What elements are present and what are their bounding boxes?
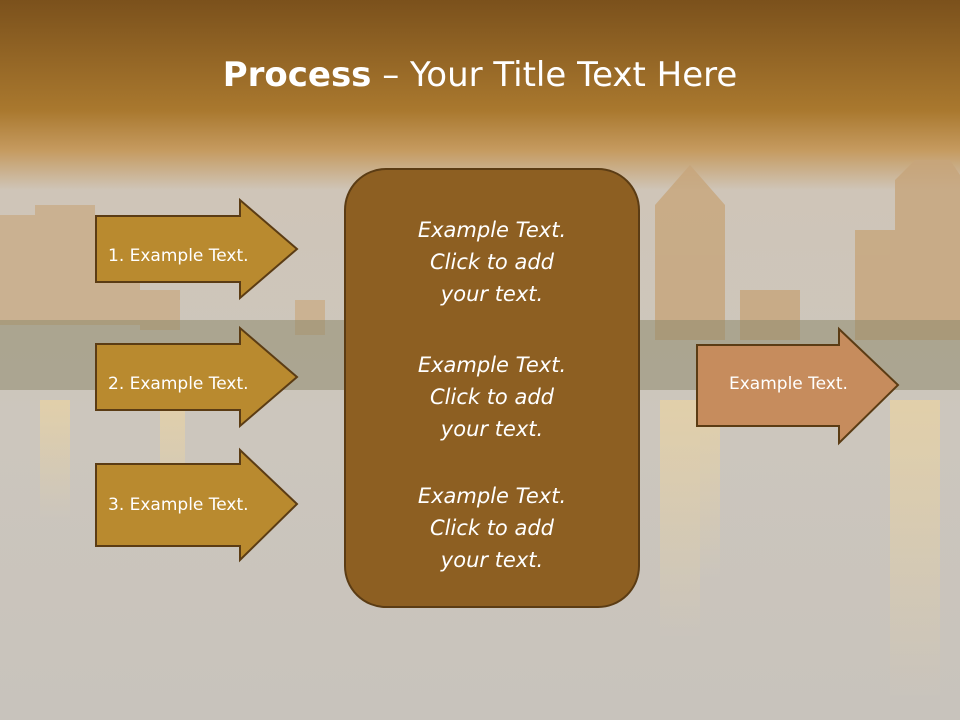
process-arrow-2-label: 2. Example Text. [108, 374, 249, 394]
center-item-3: Example Text. Click to add your text. [346, 480, 638, 576]
process-arrow-1 [95, 197, 299, 301]
title-rest: – Your Title Text Here [371, 55, 738, 95]
center-item-2: Example Text. Click to add your text. [346, 349, 638, 445]
center-item-3-line3: your text. [440, 548, 544, 572]
center-item-3-line2: Click to add [429, 516, 554, 540]
process-arrow-3-label: 3. Example Text. [108, 495, 249, 515]
result-arrow [696, 326, 900, 446]
center-item-1-line2: Click to add [429, 250, 554, 274]
center-item-2-line1: Example Text. [417, 353, 567, 377]
process-arrow-2 [95, 325, 299, 429]
center-item-1-line1: Example Text. [417, 218, 567, 242]
center-item-2-line3: your text. [440, 417, 544, 441]
title-strong: Process [222, 55, 372, 95]
process-arrow-1-label: 1. Example Text. [108, 246, 249, 266]
slide-title: Process – Your Title Text Here [0, 50, 960, 100]
center-item-3-line1: Example Text. [417, 484, 567, 508]
center-item-1-line3: your text. [440, 282, 544, 306]
center-text-box: Example Text. Click to add your text. Ex… [344, 168, 640, 608]
center-item-2-line2: Click to add [429, 385, 554, 409]
process-arrow-3 [95, 447, 299, 563]
result-arrow-label: Example Text. [729, 374, 848, 394]
center-item-1: Example Text. Click to add your text. [346, 214, 638, 310]
